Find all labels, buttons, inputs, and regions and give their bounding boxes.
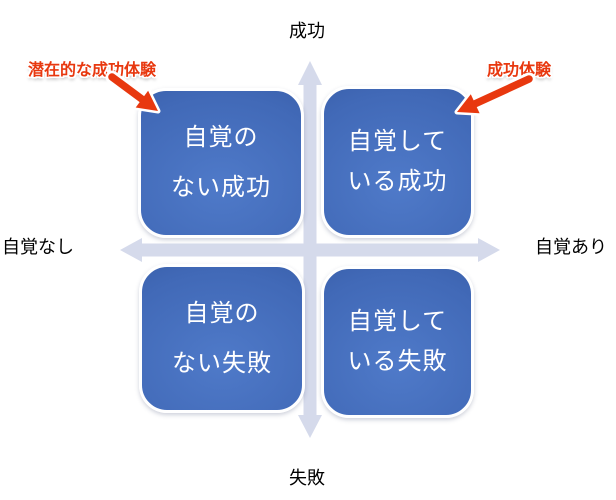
quadrant-box-aware-success: 自覚して いる成功 (321, 86, 474, 238)
axis-label-top: 成功 (289, 21, 325, 41)
quadrant-label: 自覚の (184, 299, 260, 327)
quadrant-label: 自覚して (347, 308, 448, 335)
axis-label-left: 自覚なし (2, 237, 74, 257)
annotation-arrow-top-left-icon (105, 70, 161, 114)
quadrant-box-unaware-success: 自覚の ない成功 (138, 88, 304, 238)
quadrant-label: いる成功 (347, 168, 448, 195)
quadrant-box-unaware-failure: 自覚の ない失敗 (139, 264, 305, 413)
annotation-success-experience-label: 成功体験 (487, 62, 552, 79)
quadrant-label: 自覚の (183, 124, 259, 151)
annotation-latent-success-label: 潜在的な成功体験 (28, 62, 157, 79)
quadrant-label: いる失敗 (347, 348, 448, 375)
axis-label-bottom: 失敗 (289, 468, 325, 488)
quadrant-label: 自覚して (347, 128, 448, 155)
annotation-arrow-top-right-icon (454, 72, 536, 116)
axis-label-right: 自覚あり (535, 237, 607, 257)
quadrant-label: ない成功 (171, 174, 271, 201)
quadrant-box-aware-failure: 自覚して いる失敗 (321, 266, 474, 418)
quadrant-label: ない失敗 (172, 349, 272, 377)
horizontal-axis-arrow-icon (120, 238, 500, 262)
